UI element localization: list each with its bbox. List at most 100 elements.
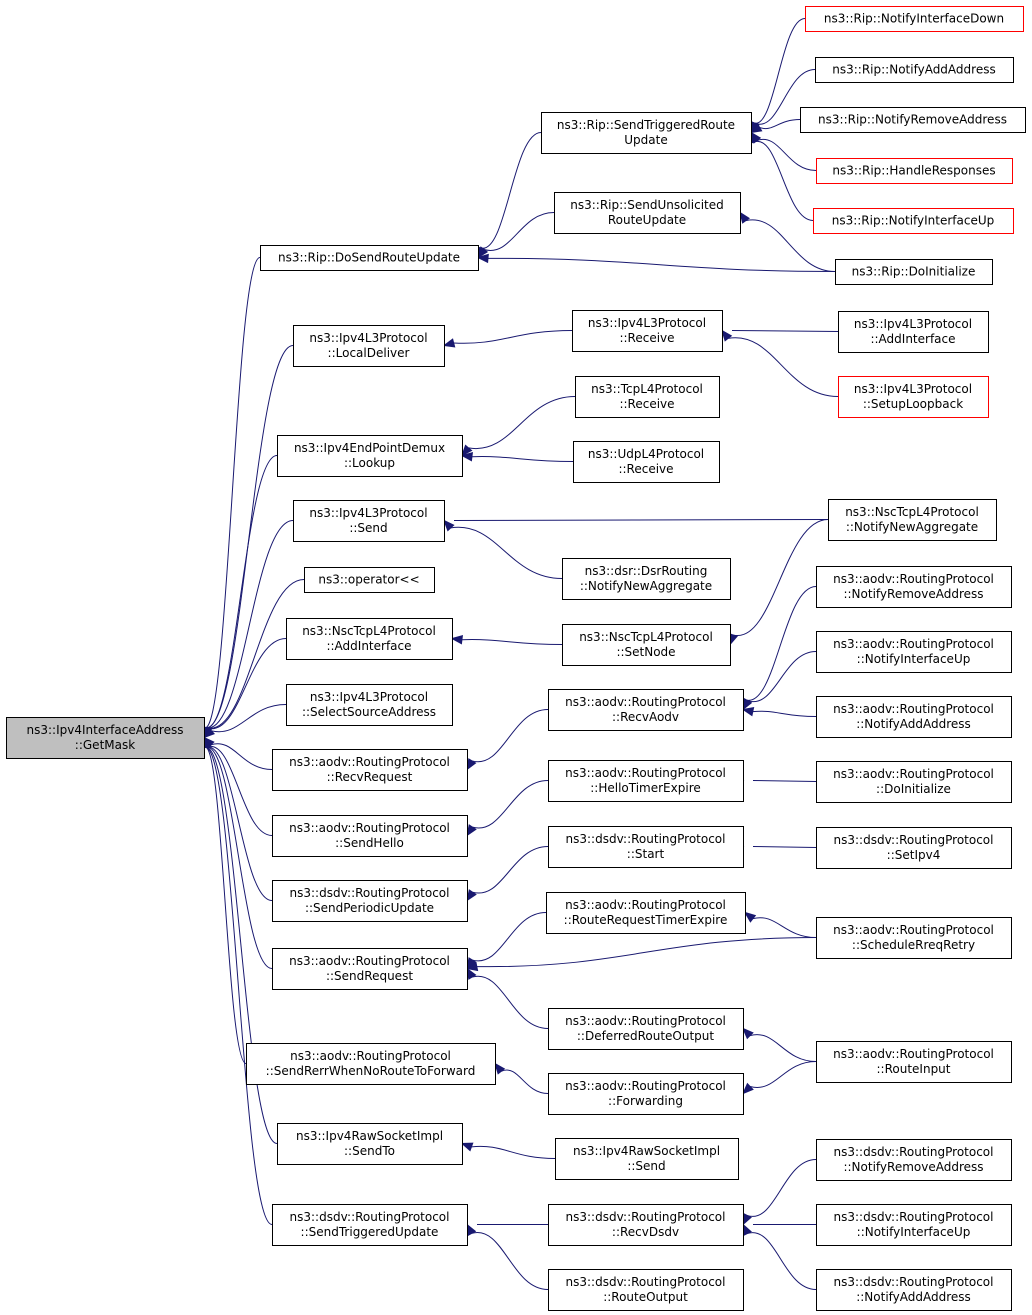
node-box <box>272 749 468 791</box>
node-aodv-sendrerr[interactable]: ns3::aodv::RoutingProtocol::SendRerrWhen… <box>246 1043 496 1085</box>
node-label: ns3::Ipv4L3Protocol <box>854 382 972 396</box>
node-aodv-rreqtimer[interactable]: ns3::aodv::RoutingProtocol::RouteRequest… <box>546 892 746 934</box>
node-rip-removeaddr[interactable]: ns3::Rip::NotifyRemoveAddress <box>800 107 1026 133</box>
edge-line <box>759 119 801 130</box>
node-label: ::NotifyNewAggregate <box>580 579 712 593</box>
node-dsdv-notifyremove[interactable]: ns3::dsdv::RoutingProtocol::NotifyRemove… <box>816 1139 1012 1181</box>
node-ipv4l3-send[interactable]: ns3::Ipv4L3Protocol::Send <box>293 500 445 542</box>
node-dsdv-notifyifup[interactable]: ns3::dsdv::RoutingProtocol::NotifyInterf… <box>816 1204 1012 1246</box>
node-raw-sendto[interactable]: ns3::Ipv4RawSocketImpl::SendTo <box>277 1123 463 1165</box>
node-ipv4l3-localdeliver[interactable]: ns3::Ipv4L3Protocol::LocalDeliver <box>293 325 445 367</box>
node-udp-receive[interactable]: ns3::UdpL4Protocol::Receive <box>573 441 720 483</box>
edge-line <box>204 345 294 729</box>
node-ipv4l3-receive[interactable]: ns3::Ipv4L3Protocol::Receive <box>572 310 723 352</box>
node-dsdv-start[interactable]: ns3::dsdv::RoutingProtocol::Start <box>548 826 744 868</box>
node-tcp-receive[interactable]: ns3::TcpL4Protocol::Receive <box>575 376 720 418</box>
node-box <box>816 696 1012 738</box>
node-rip-handleresp[interactable]: ns3::Rip::HandleResponses <box>816 158 1013 184</box>
node-rip-ifdown[interactable]: ns3::Rip::NotifyInterfaceDown <box>805 6 1024 32</box>
node-aodv-hellotimer[interactable]: ns3::aodv::RoutingProtocol::HelloTimerEx… <box>548 760 744 802</box>
node-label: ::ScheduleRreqRetry <box>852 938 975 952</box>
node-dsr-notify[interactable]: ns3::dsr::DsrRouting::NotifyNewAggregate <box>562 558 731 600</box>
node-label: ::SelectSourceAddress <box>302 705 436 719</box>
node-dsdv-notifyadd[interactable]: ns3::dsdv::RoutingProtocol::NotifyAddAdd… <box>816 1269 1012 1311</box>
edge-line <box>211 704 287 733</box>
edge-line <box>754 69 816 125</box>
node-label: ::Forwarding <box>608 1094 683 1108</box>
node-nsc-addif[interactable]: ns3::NscTcpL4Protocol::AddInterface <box>286 618 453 660</box>
node-rip-addaddr[interactable]: ns3::Rip::NotifyAddAddress <box>815 57 1014 83</box>
node-aodv-notifyifup[interactable]: ns3::aodv::RoutingProtocol::NotifyInterf… <box>816 631 1012 673</box>
node-label: ns3::NscTcpL4Protocol <box>579 630 713 644</box>
node-aodv-sendhello[interactable]: ns3::aodv::RoutingProtocol::SendHello <box>272 815 468 857</box>
edge-line <box>204 746 247 1064</box>
edge-arrowhead <box>460 452 473 462</box>
node-label: ::RouteRequestTimerExpire <box>564 913 728 927</box>
node-label: ns3::Rip::DoSendRouteUpdate <box>278 251 460 265</box>
edge-line <box>206 579 305 729</box>
node-rip-doinit[interactable]: ns3::Rip::DoInitialize <box>835 259 993 285</box>
node-aodv-doinit[interactable]: ns3::aodv::RoutingProtocol::DoInitialize <box>816 761 1012 803</box>
node-rip-ifup[interactable]: ns3::Rip::NotifyInterfaceUp <box>813 208 1014 234</box>
node-label: ns3::dsdv::RoutingProtocol <box>566 1210 726 1224</box>
node-label: ns3::Ipv4EndPointDemux <box>294 441 445 455</box>
node-aodv-sendrequest[interactable]: ns3::aodv::RoutingProtocol::SendRequest <box>272 948 468 990</box>
node-nsc-notify[interactable]: ns3::NscTcpL4Protocol::NotifyNewAggregat… <box>828 499 997 541</box>
node-label: ns3::aodv::RoutingProtocol <box>833 572 994 586</box>
node-dsdv-recvdsdv[interactable]: ns3::dsdv::RoutingProtocol::RecvDsdv <box>548 1204 744 1246</box>
edge-arrowhead <box>476 253 489 264</box>
node-label: ns3::operator<< <box>318 573 419 587</box>
node-nsc-setnode[interactable]: ns3::NscTcpL4Protocol::SetNode <box>562 624 731 666</box>
node-label: ns3::Rip::NotifyInterfaceDown <box>824 12 1004 26</box>
node-box <box>304 567 435 593</box>
node-aodv-recvaodv[interactable]: ns3::aodv::RoutingProtocol::RecvAodv <box>548 689 744 731</box>
node-aodv-schedrreq[interactable]: ns3::aodv::RoutingProtocol::ScheduleRreq… <box>816 917 1012 959</box>
node-label: ::Receive <box>618 462 673 476</box>
edge-line <box>205 746 273 969</box>
edge-rip-doinit-to-rip-sendunsol <box>739 211 836 272</box>
node-label: ns3::Rip::NotifyRemoveAddress <box>818 113 1007 127</box>
node-label: ns3::UdpL4Protocol <box>588 447 704 461</box>
node-aodv-recvrequest[interactable]: ns3::aodv::RoutingProtocol::RecvRequest <box>272 749 468 791</box>
edge-arrowhead <box>721 329 733 342</box>
node-epdemux-lookup[interactable]: ns3::Ipv4EndPointDemux::Lookup <box>277 435 463 477</box>
node-raw-send[interactable]: ns3::Ipv4RawSocketImpl::Send <box>555 1138 739 1180</box>
node-box <box>813 208 1014 234</box>
node-dsdv-sendtrig[interactable]: ns3::dsdv::RoutingProtocol::SendTriggere… <box>272 1204 468 1246</box>
node-label: ::SendTriggeredUpdate <box>301 1225 439 1239</box>
node-label: ::RouteOutput <box>603 1290 688 1304</box>
edge-line <box>205 746 273 901</box>
node-label: ::NotifyRemoveAddress <box>843 587 983 601</box>
edge-line <box>207 638 287 730</box>
node-ipv4l3-addif[interactable]: ns3::Ipv4L3Protocol::AddInterface <box>838 311 989 353</box>
node-aodv-forwarding[interactable]: ns3::aodv::RoutingProtocol::Forwarding <box>548 1073 744 1115</box>
node-label: ::SetIpv4 <box>887 848 941 862</box>
node-rip-dosend[interactable]: ns3::Rip::DoSendRouteUpdate <box>260 245 479 271</box>
node-ipv4l3-loopback[interactable]: ns3::Ipv4L3Protocol::SetupLoopback <box>838 376 989 418</box>
edge-line <box>468 396 576 450</box>
node-dsdv-routeoutput[interactable]: ns3::dsdv::RoutingProtocol::RouteOutput <box>548 1269 744 1311</box>
node-aodv-deferred[interactable]: ns3::aodv::RoutingProtocol::DeferredRout… <box>548 1008 744 1050</box>
node-box <box>838 311 989 353</box>
node-label: ns3::aodv::RoutingProtocol <box>565 1014 726 1028</box>
node-operator[interactable]: ns3::operator<< <box>304 567 435 593</box>
node-label: ::Receive <box>619 331 674 345</box>
nodes-layer: ns3::Ipv4InterfaceAddress::GetMaskns3::R… <box>6 6 1026 1311</box>
node-dsdv-sendperiodic[interactable]: ns3::dsdv::RoutingProtocol::SendPeriodic… <box>272 880 468 922</box>
node-label: ::NotifyAddAddress <box>856 1290 971 1304</box>
node-label: ns3::aodv::RoutingProtocol <box>565 695 726 709</box>
node-dsdv-setipv4[interactable]: ns3::dsdv::RoutingProtocol::SetIpv4 <box>816 827 1012 869</box>
node-aodv-notifyremove[interactable]: ns3::aodv::RoutingProtocol::NotifyRemove… <box>816 566 1012 608</box>
node-label: ns3::Rip::DoInitialize <box>852 265 976 279</box>
node-box <box>6 717 205 759</box>
node-aodv-routeinput[interactable]: ns3::aodv::RoutingProtocol::RouteInput <box>816 1041 1012 1083</box>
node-ipv4l3-selsrc[interactable]: ns3::Ipv4L3Protocol::SelectSourceAddress <box>286 684 453 726</box>
node-box <box>816 827 1012 869</box>
node-label: ::GetMask <box>75 738 135 752</box>
node-label: ::HelloTimerExpire <box>590 781 701 795</box>
node-box <box>828 499 997 541</box>
node-aodv-notifyadd[interactable]: ns3::aodv::RoutingProtocol::NotifyAddAdd… <box>816 696 1012 738</box>
